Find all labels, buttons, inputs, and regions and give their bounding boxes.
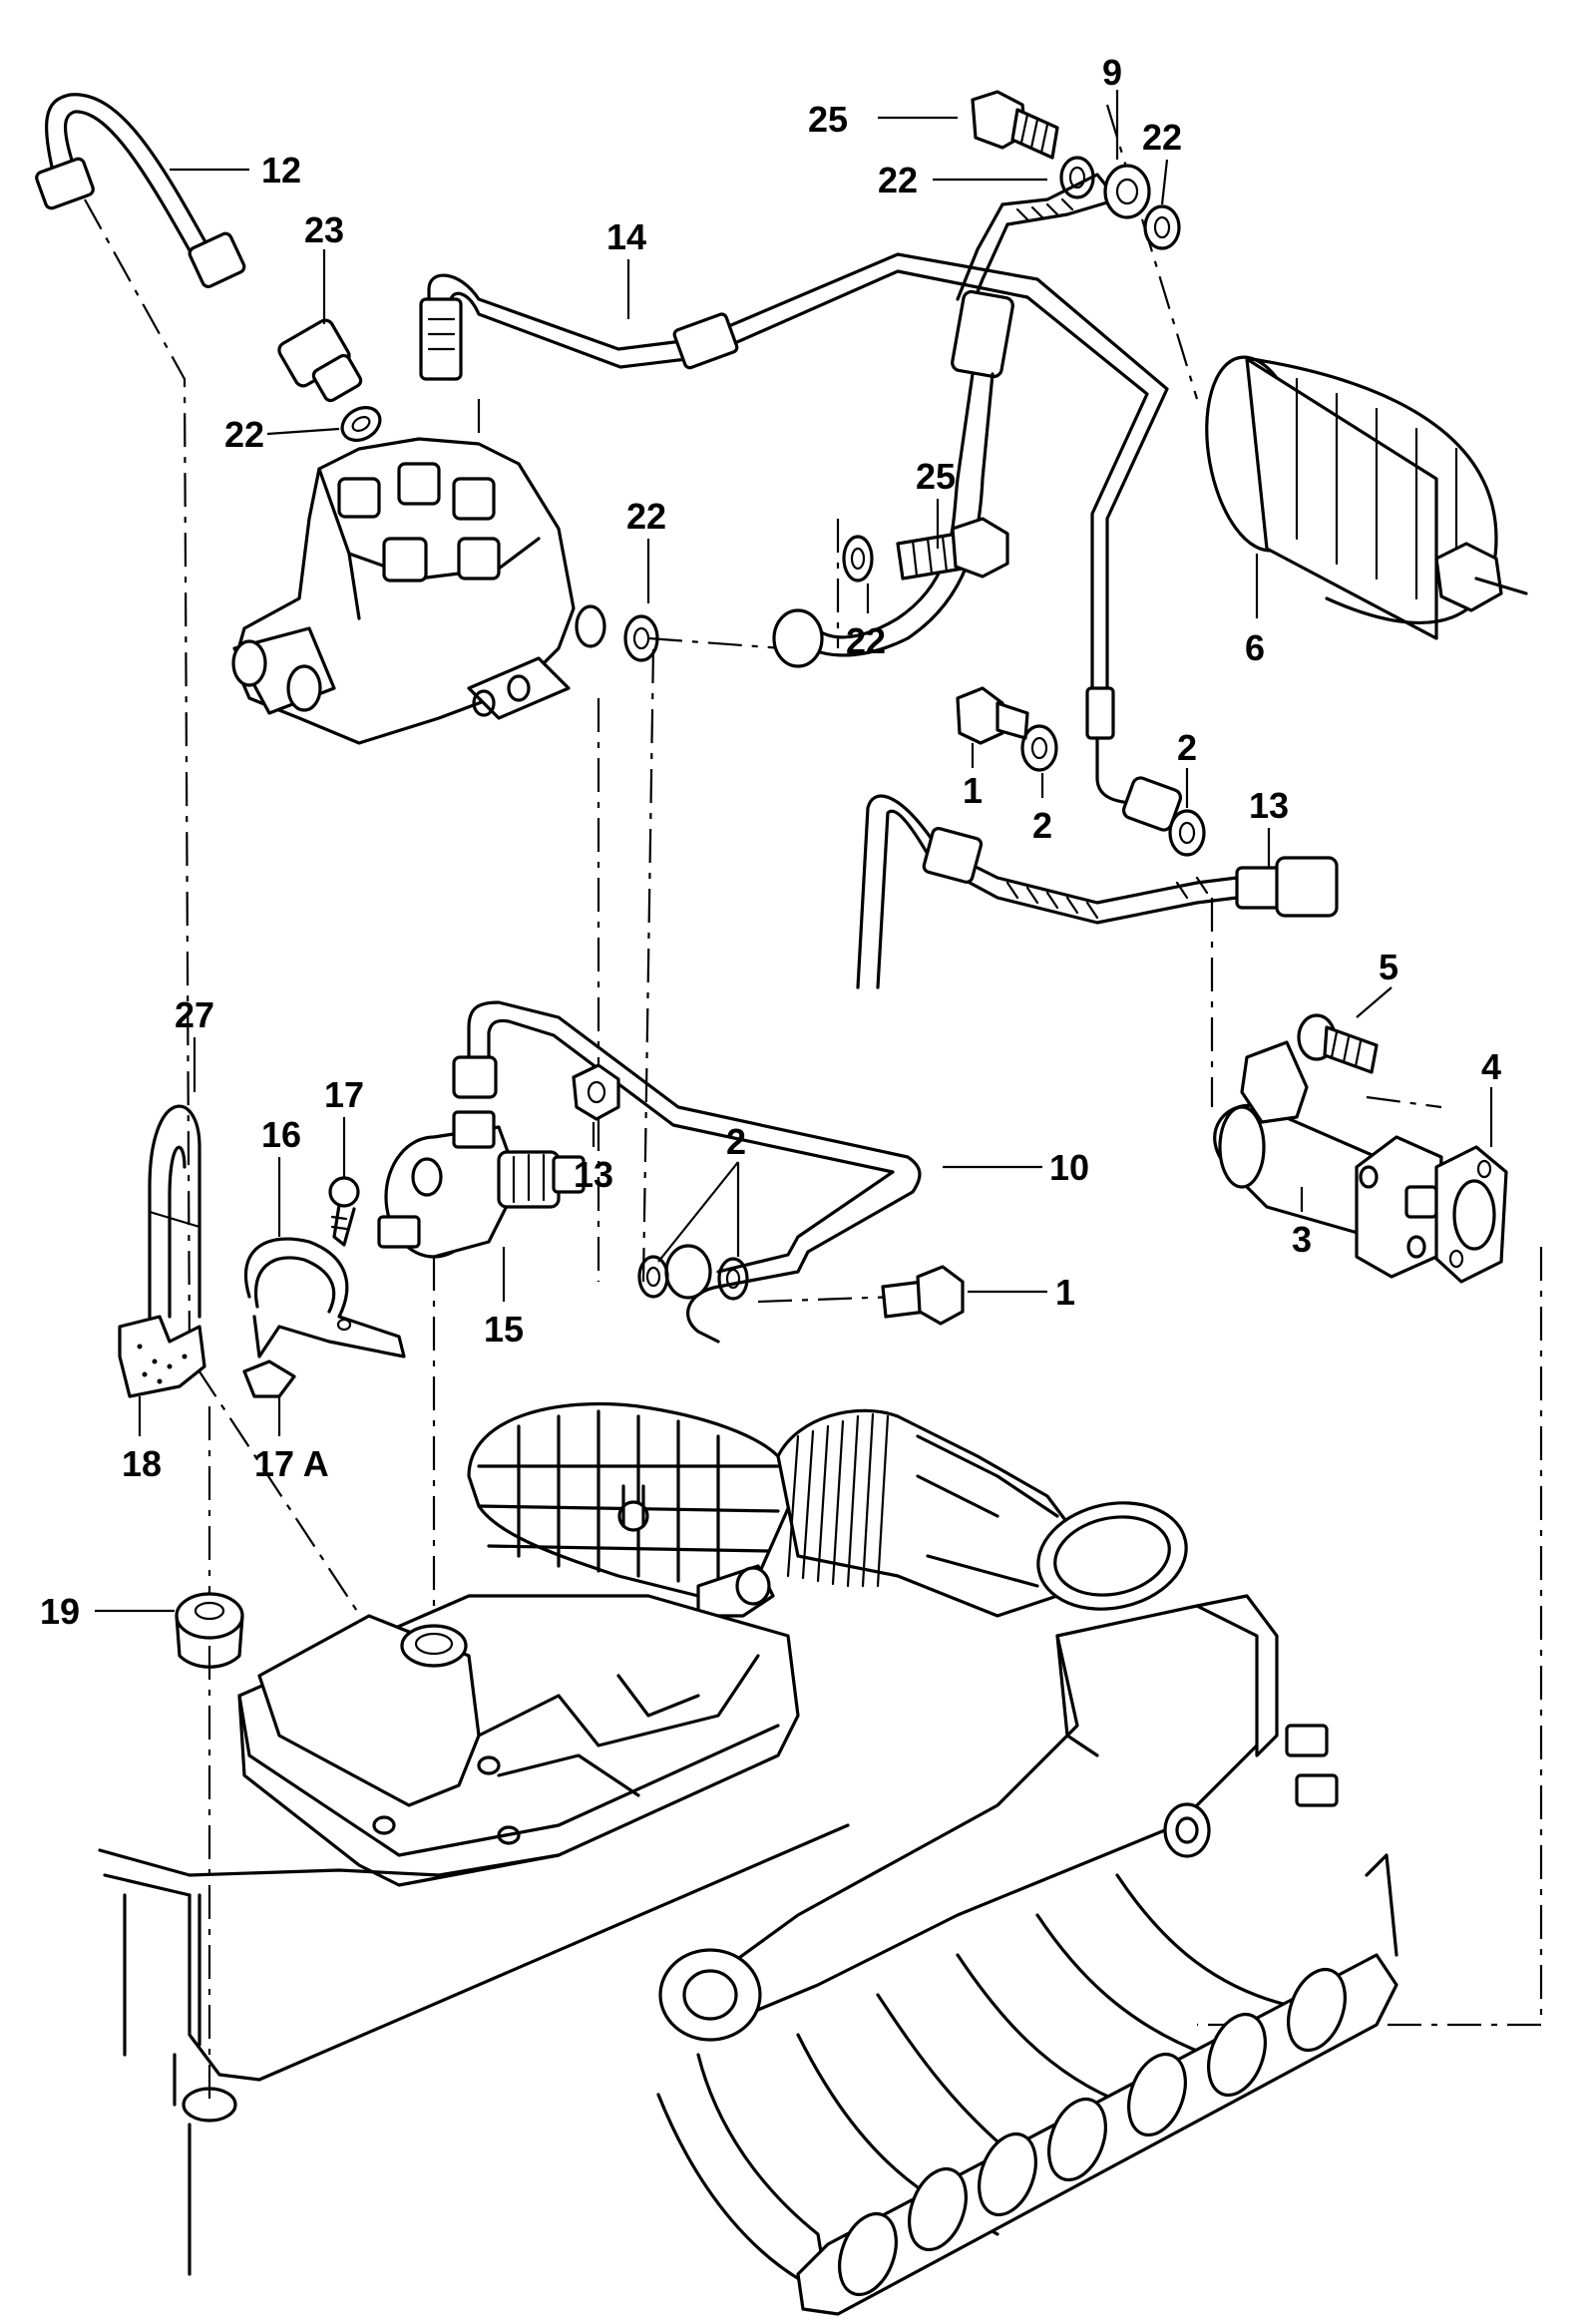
callout-leaders [95,90,1493,1613]
callout-16: 16 [261,1114,301,1155]
part-27-vacuum-hose [148,1104,201,1319]
callout-17: 17 [324,1074,364,1115]
callout-22-middle: 22 [626,496,666,537]
callout-23: 23 [304,209,344,250]
callout-25-top: 25 [808,99,848,140]
intake-air-boot [467,1402,1188,1618]
part-14-fuel-line [419,252,1183,832]
callout-22-top-right: 22 [1142,117,1182,158]
part-16-clamp [242,1237,406,1398]
part-13-hose [856,794,1339,989]
callout-2-lower: 2 [726,1121,746,1162]
callout-25-mid: 25 [916,456,956,497]
part-17-screw [328,1176,360,1247]
air-flow-meter-housing [98,1594,850,2276]
part-22-washer-middle [623,614,659,662]
callout-3: 3 [1292,1219,1312,1260]
callout-5: 5 [1379,947,1398,987]
callout-numbers: 12 25 9 22 22 23 14 22 22 25 22 6 1 2 2 … [40,52,1501,1632]
callout-10: 10 [1049,1147,1089,1188]
callout-19: 19 [40,1591,80,1632]
part-22-washers-top [1059,156,1181,250]
callout-2-upper-left: 2 [1032,805,1052,846]
callout-12: 12 [261,150,301,191]
part-10-fuel-line [452,1000,922,1344]
callout-18: 18 [122,1443,162,1484]
part-2-washers-lower [637,1255,749,1301]
callout-14: 14 [606,216,646,257]
part-22-washer-left [340,406,382,442]
callout-22-mid-right: 22 [846,620,886,661]
part-9-hose [772,164,1151,668]
callout-1-lower: 1 [1055,1272,1075,1313]
part-4-gasket [1434,1145,1508,1284]
part-15-pressure-regulator [377,1110,586,1259]
callout-13-right: 13 [1249,785,1289,826]
part-13-nut [572,1063,620,1121]
callout-22-left: 22 [224,414,264,455]
fuel-distributor [231,437,606,745]
part-5-screw [1297,1013,1379,1074]
part-3-cold-start-valve [1213,1040,1443,1279]
part-6-fuel-filter [1205,355,1528,640]
part-1-bolt-lower [881,1265,965,1326]
part-18-foam-pad [118,1315,206,1398]
callout-1-upper: 1 [963,770,983,811]
part-25-banjo-bolt-top [971,90,1059,160]
callout-2-upper-right: 2 [1177,727,1197,768]
intake-manifold [656,1594,1398,2316]
callout-9: 9 [1102,52,1122,93]
part-2-washers-upper [1020,724,1206,857]
callout-22-top-left: 22 [878,160,918,200]
part-1-bolt-upper [956,686,1029,745]
part-25-banjo-bolt-mid [842,517,1009,582]
part-19-grommet [175,1592,244,2123]
callout-13-lower: 13 [574,1154,613,1195]
callout-27: 27 [175,994,214,1035]
callout-17a: 17 A [254,1443,329,1484]
part-23-union [277,318,363,403]
callout-15: 15 [484,1309,524,1350]
part-12-fuel-line [35,93,246,288]
callout-4: 4 [1481,1046,1501,1087]
callout-6: 6 [1245,627,1265,668]
